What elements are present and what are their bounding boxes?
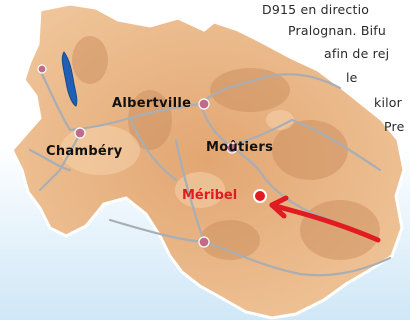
marker-albertville — [198, 98, 210, 110]
lake-bourget — [61, 51, 78, 107]
marker-chambery — [74, 127, 86, 139]
label-moutiers: Moûtiers — [206, 140, 274, 155]
marker-north — [37, 64, 47, 74]
directions-line-2: Pralognan. Bifu — [288, 23, 386, 38]
marker-aiguebelle — [198, 236, 210, 248]
directions-line-3: afin de rej — [324, 46, 390, 61]
arrow-pointer — [269, 195, 381, 243]
directions-line-6: Pre — [384, 119, 405, 134]
label-chambery: Chambéry — [46, 144, 123, 159]
label-albertville: Albertville — [112, 96, 192, 111]
town-markers — [37, 64, 238, 248]
label-meribel: Méribel — [182, 188, 238, 203]
directions-line-5: kilor — [374, 95, 402, 110]
road-network — [28, 68, 392, 277]
marker-meribel — [253, 189, 267, 203]
marker-moutiers — [226, 142, 238, 154]
relief-shading — [72, 36, 380, 260]
directions-line-4: le — [346, 70, 358, 85]
directions-line-1: D915 en directio — [262, 2, 370, 17]
region-shape — [10, 2, 406, 320]
